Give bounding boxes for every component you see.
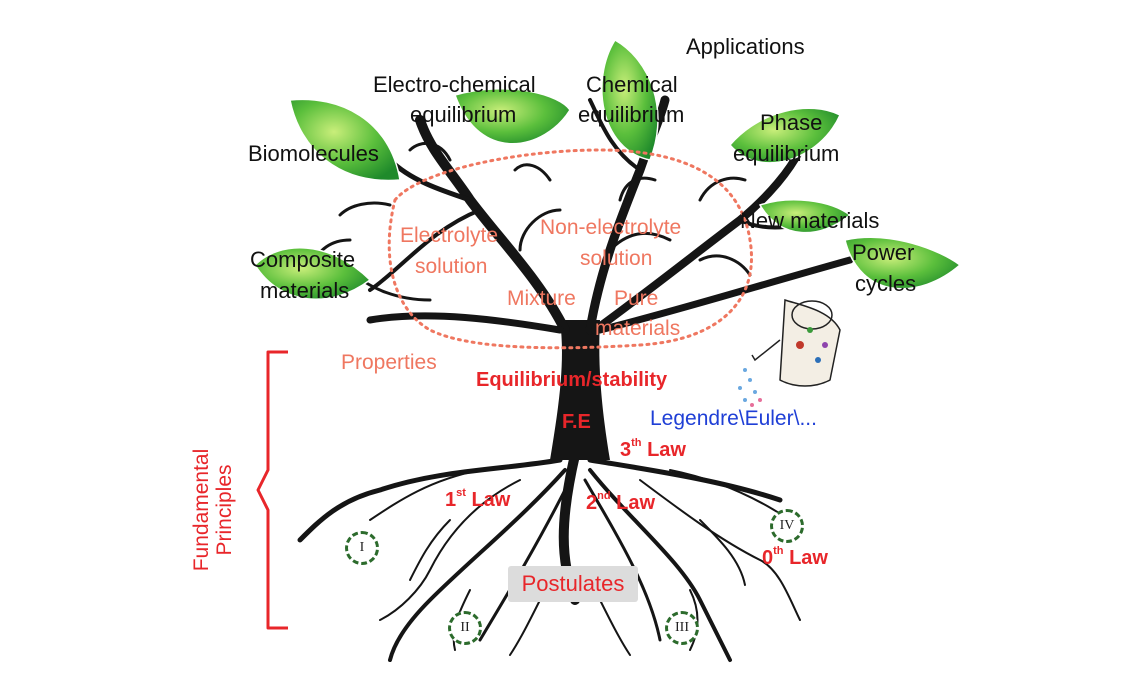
legendre-euler-label: Legendre\Euler\...	[650, 407, 817, 430]
third-law-label: 3th Law	[620, 437, 686, 461]
first-law-label: 1st Law	[445, 487, 511, 511]
leaf-chemical	[601, 38, 659, 161]
electrolyte-solution-label: solution	[415, 255, 488, 278]
non-electrolyte-label: Non-electrolyte	[540, 216, 682, 239]
leaf-phase	[729, 107, 841, 164]
leaf-new-materials	[758, 199, 852, 234]
composite-materials-label: materials	[260, 278, 350, 303]
leaves	[254, 38, 962, 300]
chemical-label: Chemical	[586, 72, 678, 97]
phase-equilibrium-label: equilibrium	[733, 141, 840, 166]
second-law-label: 2nd Law	[586, 490, 656, 514]
trunk	[550, 320, 610, 460]
pure-label: Pure	[614, 287, 659, 310]
roman-numeral-3: III	[665, 611, 699, 645]
watering-can-icon	[738, 298, 841, 407]
chemical-equilibrium-label: equilibrium	[578, 102, 685, 127]
canopy-dotted-outline	[387, 148, 753, 350]
leaf-electrochemical	[454, 88, 571, 145]
phase-label: Phase	[760, 110, 823, 135]
roots	[297, 450, 801, 662]
zeroth-law-label: 0th Law	[762, 545, 828, 569]
roman-numeral-1: I	[345, 531, 379, 565]
roman-numeral-2: II	[448, 611, 482, 645]
non-electrolyte-solution-label: solution	[580, 247, 653, 270]
power-label: Power	[852, 240, 915, 265]
postulates-box: Postulates	[508, 566, 638, 602]
biomolecules-label: Biomolecules	[248, 141, 379, 166]
fundamental-principles-label: Fundamental Principles	[190, 448, 237, 572]
leaf-composite	[254, 247, 372, 300]
properties-label: Properties	[341, 351, 437, 374]
fundamental-principles-bracket	[256, 350, 288, 630]
leaf-biomolecules	[289, 98, 401, 182]
electrolyte-label: Electrolyte	[400, 224, 499, 247]
leaf-power	[844, 236, 962, 290]
electro-chemical-label: Electro-chemical	[373, 72, 536, 97]
new-materials-label: New materials	[740, 208, 880, 233]
composite-label: Composite	[250, 247, 356, 272]
mixture-label: Mixture	[507, 287, 576, 310]
roman-numeral-4: IV	[770, 509, 804, 543]
cycles-label: cycles	[855, 271, 917, 296]
electro-chemical-equilibrium-label: equilibrium	[410, 102, 517, 127]
applications-label: Applications	[686, 34, 805, 59]
pure-materials-label: materials	[595, 317, 681, 340]
equilibrium-stability-label: Equilibrium/stability	[476, 369, 668, 391]
fe-label: F.E	[562, 411, 591, 433]
